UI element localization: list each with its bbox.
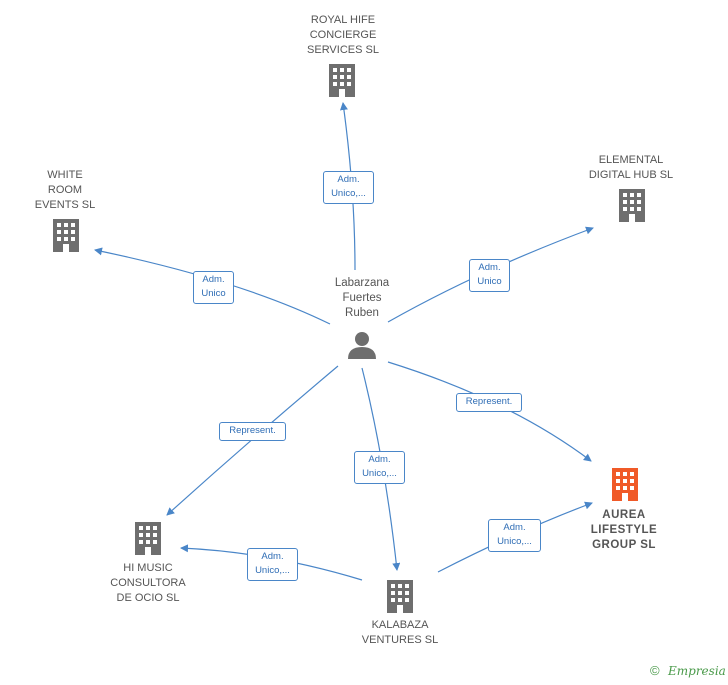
building-icon[interactable] (329, 64, 355, 97)
edge-label-to-white-room[interactable]: Adm. Unico (193, 271, 234, 304)
edge-label-to-hi-music[interactable]: Represent. (219, 422, 286, 441)
edge-label-to-aurea[interactable]: Represent. (456, 393, 522, 412)
edge-label-to-kalabaza[interactable]: Adm. Unico,... (354, 451, 405, 484)
company-label-kalabaza[interactable]: KALABAZA VENTURES SL (361, 619, 439, 646)
company-label-royal-hife[interactable]: ROYAL HIFE CONCIERGE SERVICES SL (307, 14, 379, 56)
edge-label-kalabaza-to-aurea[interactable]: Adm. Unico,... (488, 519, 541, 552)
company-label-white-room[interactable]: WHITE ROOM EVENTS SL (34, 169, 96, 211)
building-icon[interactable] (53, 219, 79, 252)
person-name-label[interactable]: Labarzana Fuertes Ruben (334, 277, 390, 319)
edge-label-to-elemental[interactable]: Adm. Unico (469, 259, 510, 292)
building-icon[interactable] (387, 580, 413, 613)
brand-logo[interactable]: Empresia (668, 664, 726, 678)
building-icon[interactable] (612, 468, 638, 501)
building-icon[interactable] (619, 189, 645, 222)
building-icon[interactable] (135, 522, 161, 555)
copyright-symbol: © (650, 663, 660, 678)
company-label-hi-music[interactable]: HI MUSIC CONSULTORA DE OCIO SL (110, 562, 186, 604)
person-icon[interactable] (348, 332, 376, 359)
edge-label-to-royal-hife[interactable]: Adm. Unico,... (323, 171, 374, 204)
edge-label-kalabaza-to-hi-music[interactable]: Adm. Unico,... (247, 548, 298, 581)
company-label-elemental[interactable]: ELEMENTAL DIGITAL HUB SL (588, 154, 674, 181)
company-label-aurea[interactable]: AUREA LIFESTYLE GROUP SL (590, 509, 658, 551)
